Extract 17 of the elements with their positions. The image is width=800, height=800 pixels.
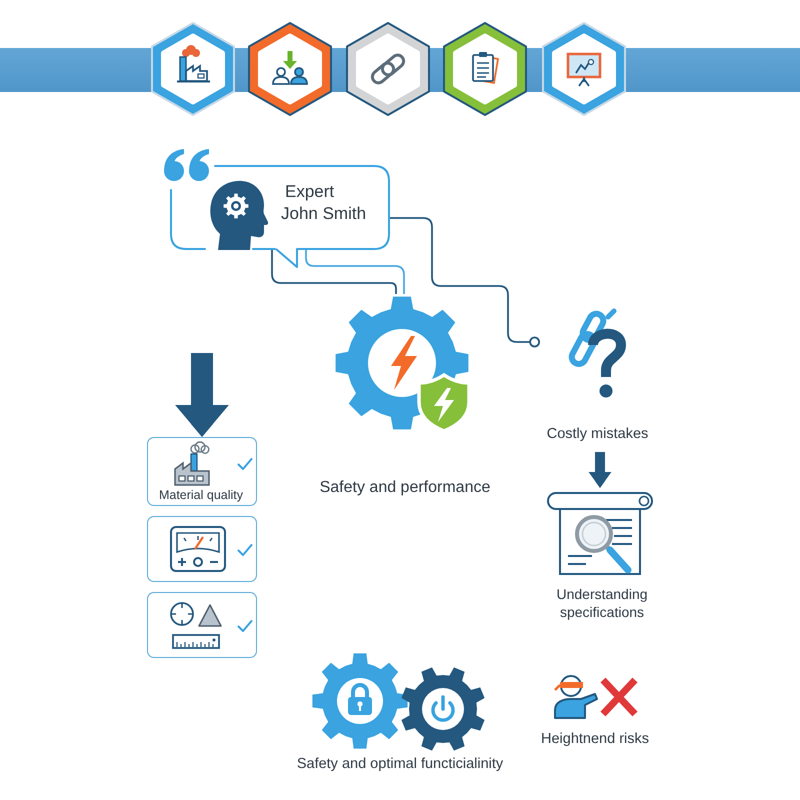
node-label: Safety and performance: [318, 478, 492, 498]
node-label: Safety and optimal functicialinity: [296, 756, 504, 774]
node-label: Heightnend risks: [540, 731, 650, 748]
checklist-card: [147, 437, 257, 506]
node-label: Understanding specifications: [555, 586, 649, 621]
connector-line: [305, 250, 405, 294]
speaker-name: John Smith: [281, 204, 368, 224]
connector-line: [390, 217, 540, 348]
block-arrow: [175, 353, 229, 437]
node-label: Material quality: [158, 488, 244, 503]
speech-bubble: [170, 165, 390, 250]
checklist-card: [147, 516, 257, 582]
connector-line: [271, 250, 397, 294]
node-label: Costly mistakes: [546, 426, 650, 444]
checklist-card: [147, 592, 257, 658]
block-arrow: [588, 452, 612, 488]
speaker-role: Expert: [285, 182, 336, 202]
